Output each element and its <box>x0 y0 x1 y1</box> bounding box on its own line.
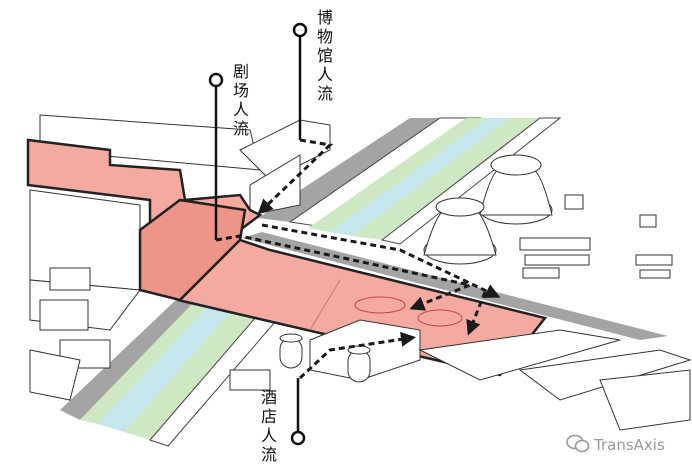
walkway <box>26 138 548 377</box>
museum-flow-label: 博物馆人流 <box>316 8 333 103</box>
left-buildings <box>29 114 261 401</box>
right-buildings <box>423 154 673 279</box>
flow-leaders <box>208 22 308 446</box>
hotel-flow-marker <box>290 430 306 446</box>
hotel-area <box>229 319 692 431</box>
theater-flow-label: 剧场人流 <box>232 62 249 138</box>
wechat-icon <box>566 434 590 453</box>
near-road <box>60 296 283 447</box>
flow-arrows <box>215 138 501 380</box>
watermark-text: TransAxis <box>594 436 665 454</box>
museum-flow-marker <box>292 22 308 38</box>
hotel-flow-label: 酒店人流 <box>260 388 277 464</box>
theater-flow-marker <box>208 72 224 88</box>
